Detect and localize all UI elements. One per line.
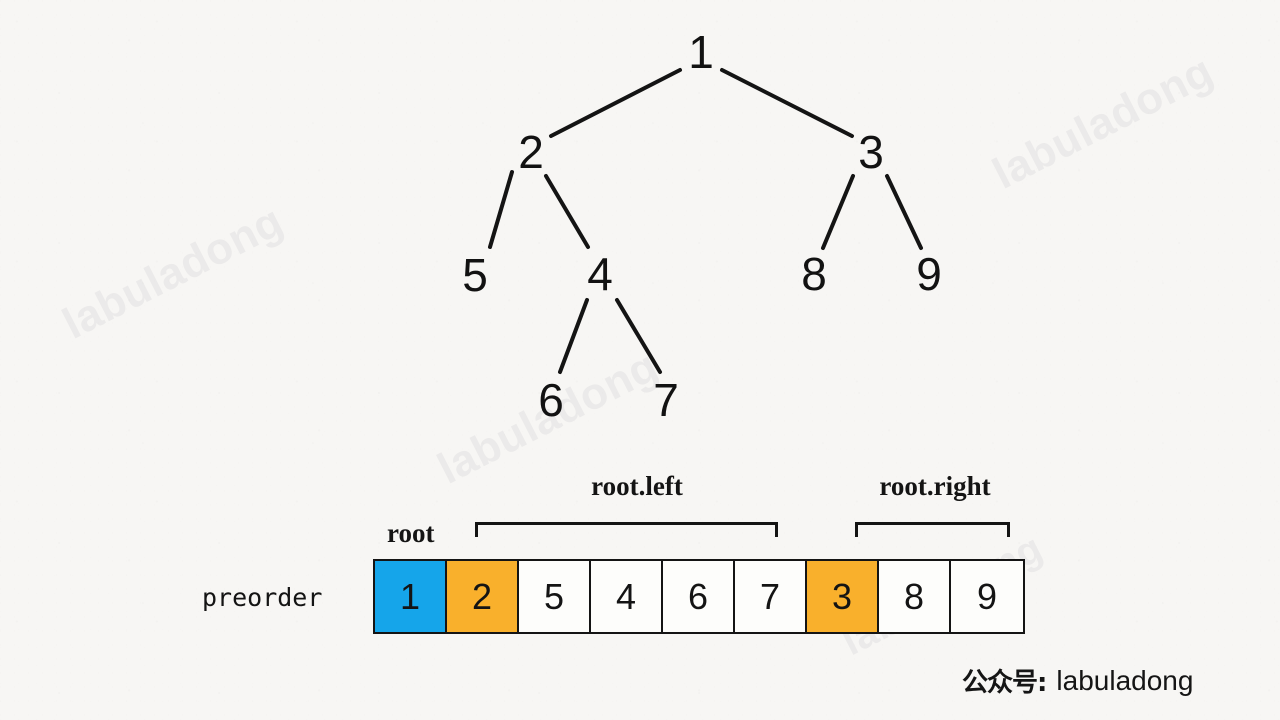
root-label: root	[387, 518, 435, 548]
array-cell[interactable]: 2	[447, 561, 519, 632]
tree-node-3: 3	[858, 126, 884, 178]
wechat-account-label: 公众号:	[962, 668, 1047, 698]
tree-node-7: 7	[653, 374, 679, 426]
tree-edge-n1-n3	[720, 68, 854, 138]
tree-node-9: 9	[916, 248, 942, 300]
array-cell[interactable]: 7	[735, 561, 807, 632]
array-cell-value: 6	[687, 575, 709, 617]
array-cell-value: 7	[759, 575, 781, 617]
tree-edge-n2-n4	[544, 174, 590, 249]
binary-tree-edges	[488, 68, 923, 374]
tree-edge-n2-n5	[488, 170, 514, 249]
tree-edge-n4-n7	[615, 298, 662, 374]
credit-footer: 公众号: labuladong	[962, 662, 1193, 699]
array-cell-value: 9	[976, 575, 998, 617]
array-cell[interactable]: 9	[951, 561, 1023, 632]
array-cell-value: 5	[543, 575, 565, 617]
tree-node-1: 1	[688, 26, 714, 78]
tree-edge-n1-n2	[549, 68, 682, 138]
array-cell[interactable]: 1	[375, 561, 447, 632]
array-cell[interactable]: 8	[879, 561, 951, 632]
array-cell-value: 1	[399, 575, 421, 617]
array-cell-value: 8	[903, 575, 925, 617]
brace-root-left	[475, 522, 778, 537]
array-cell[interactable]: 3	[807, 561, 879, 632]
tree-node-2: 2	[518, 126, 544, 178]
tree-node-6: 6	[538, 374, 564, 426]
array-cell-value: 4	[615, 575, 637, 617]
array-cell[interactable]: 4	[591, 561, 663, 632]
brace-label-root-right: root.right	[879, 471, 991, 501]
tree-node-5: 5	[462, 249, 488, 301]
preorder-row-label: preorder	[202, 583, 323, 612]
author-name: labuladong	[1056, 664, 1194, 696]
array-cell[interactable]: 6	[663, 561, 735, 632]
tree-edge-n3-n8	[821, 174, 855, 250]
array-cell-value: 3	[831, 575, 853, 617]
brace-root-right	[855, 522, 1010, 537]
brace-label-root-left: root.left	[591, 471, 683, 501]
tree-edge-n3-n9	[885, 174, 923, 250]
tree-node-8: 8	[801, 248, 827, 300]
tree-node-4: 4	[587, 248, 613, 300]
array-cell[interactable]: 5	[519, 561, 591, 632]
preorder-array: 1 2 5 4 6 7 3 8 9	[373, 559, 1025, 634]
array-cell-value: 2	[471, 575, 493, 617]
tree-edge-n4-n6	[558, 298, 589, 374]
